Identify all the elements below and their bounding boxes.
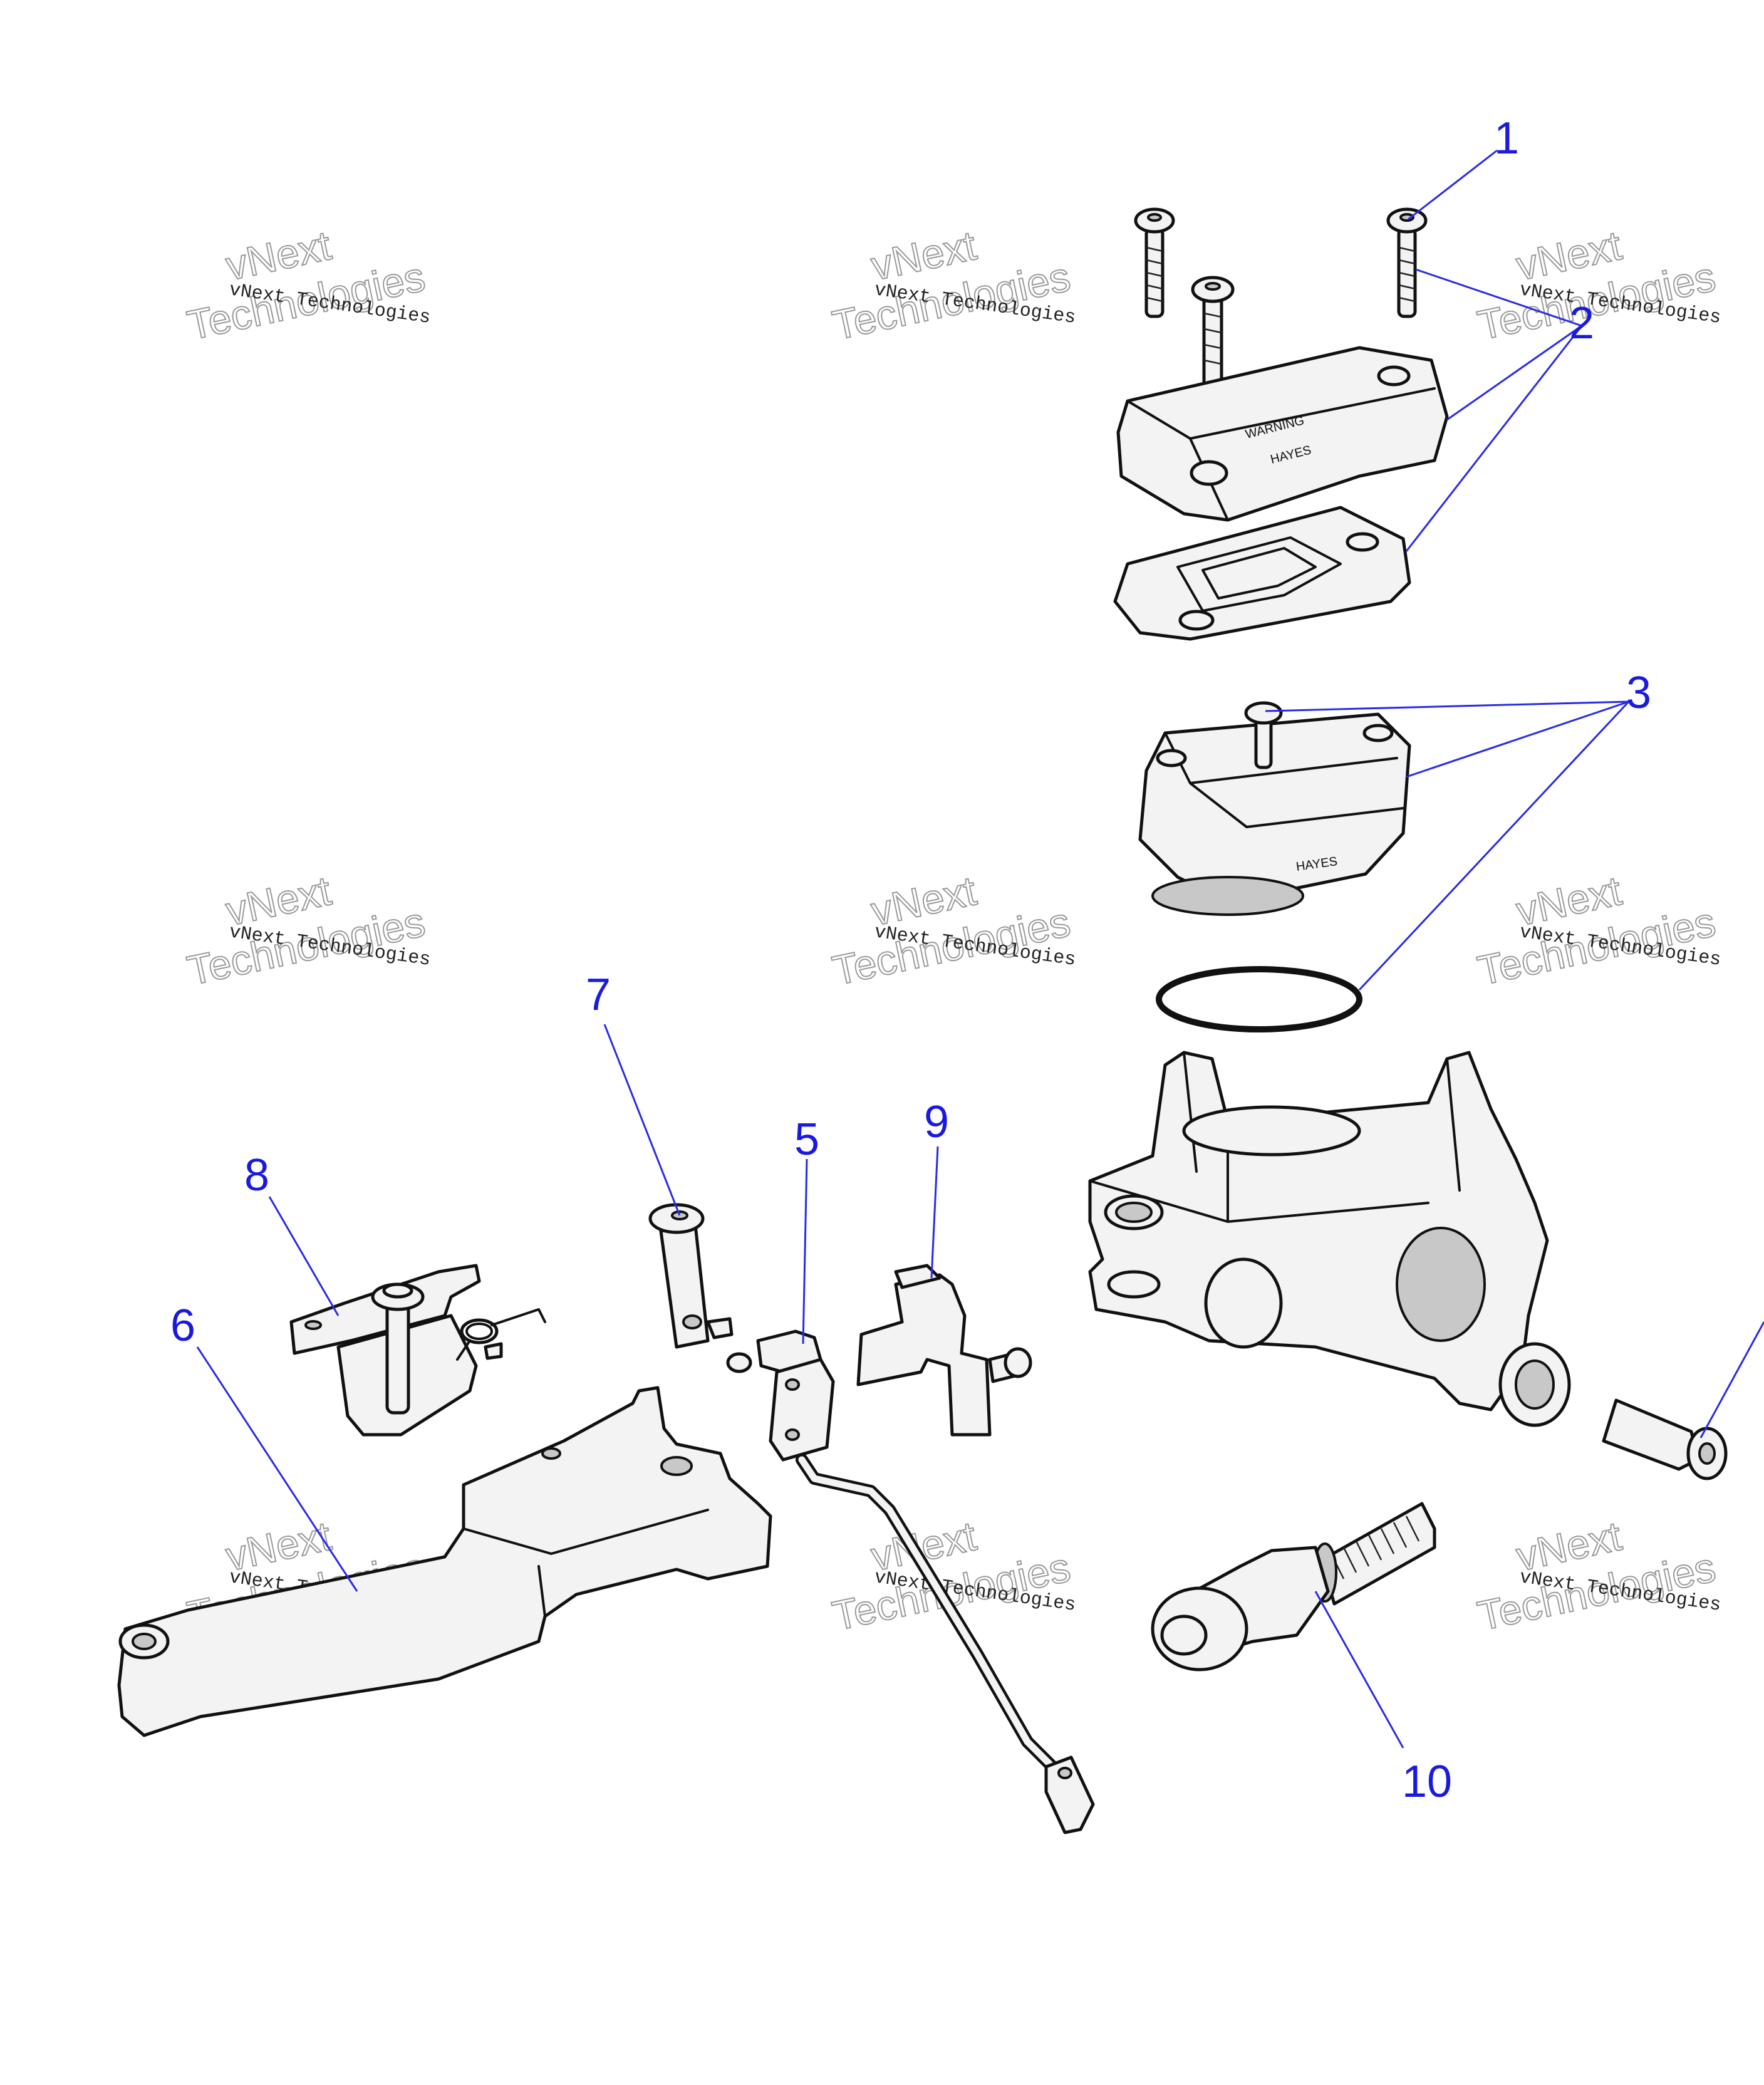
leader-3c: [1358, 700, 1630, 991]
leader-2b: [1446, 325, 1582, 421]
leader-9: [930, 1146, 939, 1279]
callout-3: 3: [1626, 668, 1651, 718]
callout-6: 6: [170, 1301, 195, 1351]
watermark: vNext Technologies: [183, 866, 430, 994]
leader-pivot-bolt: [1699, 1321, 1764, 1438]
master-cylinder-body: [1088, 1051, 1571, 1427]
pivot-bolt: [1602, 1398, 1728, 1480]
callout-10: 10: [1402, 1757, 1452, 1807]
watermark: vNext Technologies: [1473, 866, 1720, 994]
leader-2a: [1415, 268, 1582, 327]
o-ring: [1156, 966, 1362, 1032]
adjuster-assembly: [289, 1264, 481, 1437]
reservoir: HAYES: [1138, 712, 1411, 916]
screw: [1386, 207, 1428, 318]
leader-10: [1314, 1591, 1404, 1749]
watermark: vNext Technologies: [828, 221, 1075, 349]
leader-3b: [1406, 700, 1629, 778]
torsion-spring: [456, 1308, 546, 1361]
watermark: vNext Technologies: [828, 866, 1075, 994]
callout-numbers: 1 2 3 5 6 7 8 9 10: [170, 113, 1651, 1807]
bracket-screw: [988, 1347, 1032, 1383]
leader-1: [1408, 149, 1498, 221]
leader-2c: [1405, 325, 1583, 552]
watermark: vNext Technologies: [828, 1512, 1075, 1640]
callout-7: 7: [586, 970, 611, 1020]
leader-3a: [1265, 700, 1629, 712]
leader-6: [196, 1346, 358, 1592]
screw: [1134, 207, 1175, 318]
callout-5: 5: [794, 1115, 819, 1165]
callout-8: 8: [244, 1150, 269, 1200]
cover-screws: [1134, 207, 1428, 397]
brake-lever: [117, 1386, 772, 1737]
watermark: vNext Technologies: [183, 221, 430, 349]
brake-switch: [726, 1329, 835, 1462]
piston-assembly: [1151, 1502, 1436, 1672]
diaphragm-gasket: [1113, 506, 1411, 641]
leader-lines: [196, 149, 1764, 1749]
watermark: vNext Technologies: [1473, 1512, 1720, 1640]
switch-wire-harness: [796, 1453, 1095, 1834]
reservoir-cover: WARNING HAYES: [1116, 346, 1449, 522]
leader-8: [268, 1196, 340, 1316]
leader-5: [802, 1158, 808, 1344]
clevis-pin: [648, 1203, 710, 1349]
leader-7: [603, 1024, 681, 1216]
callout-2: 2: [1569, 298, 1594, 348]
screw: [1191, 276, 1235, 397]
callout-9: 9: [924, 1097, 949, 1147]
reservoir-screw: [1244, 701, 1283, 769]
callout-1: 1: [1494, 113, 1519, 164]
pin-clip: [706, 1317, 734, 1339]
switch-bracket: [856, 1264, 992, 1437]
